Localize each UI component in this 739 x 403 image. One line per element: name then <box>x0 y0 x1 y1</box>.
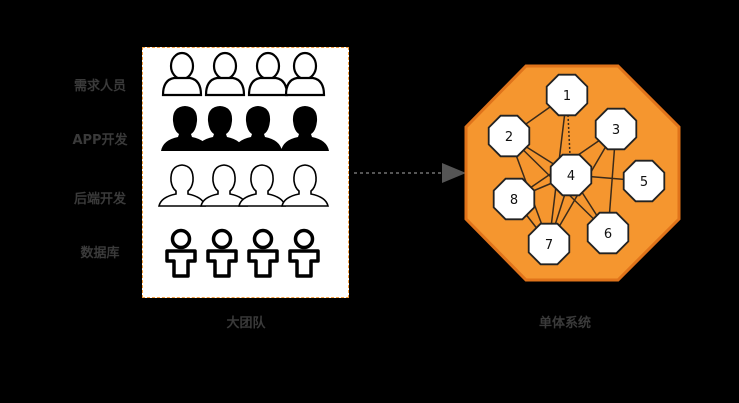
database-person-icon <box>247 228 279 278</box>
module-octagon <box>492 177 536 221</box>
app-dev-person-icon <box>281 106 329 151</box>
label-database: 数据库 <box>80 246 120 261</box>
module-octagon <box>586 211 630 255</box>
module-octagon <box>545 73 589 117</box>
module-node-8: 8 <box>492 177 536 221</box>
app-dev-person-icon <box>234 106 282 151</box>
module-octagon <box>549 153 593 197</box>
module-label: 5 <box>640 175 648 190</box>
requirements-person-icon <box>247 51 289 97</box>
module-node-5: 5 <box>622 159 666 203</box>
module-label: 4 <box>567 169 575 184</box>
module-nodes: 1 2 3 4 5 6 7 8 <box>487 73 666 266</box>
backend-person-icon <box>200 164 248 207</box>
module-label: 7 <box>545 238 553 253</box>
label-requirements: 需求人员 <box>73 79 126 94</box>
app-dev-people-row <box>161 106 329 151</box>
database-person-icon <box>165 228 197 278</box>
label-app-dev: APP开发 <box>72 133 128 148</box>
module-node-6: 6 <box>586 211 630 255</box>
module-node-4: 4 <box>549 153 593 197</box>
caption-monolithic-system: 单体系统 <box>538 316 591 331</box>
module-label: 3 <box>612 123 620 138</box>
module-label: 6 <box>604 227 612 242</box>
module-node-2: 2 <box>487 114 531 158</box>
backend-person-icon <box>238 164 286 207</box>
backend-people-row <box>158 164 329 207</box>
module-node-1: 1 <box>545 73 589 117</box>
module-octagon <box>594 107 638 151</box>
module-node-3: 3 <box>594 107 638 151</box>
module-octagon <box>527 222 571 266</box>
backend-person-icon <box>281 164 329 207</box>
module-label: 8 <box>510 193 518 208</box>
module-label: 1 <box>563 89 571 104</box>
database-people-row <box>165 228 320 278</box>
database-person-icon <box>206 228 238 278</box>
caption-big-team: 大团队 <box>226 316 266 331</box>
app-dev-person-icon <box>196 106 244 151</box>
module-node-7: 7 <box>527 222 571 266</box>
requirements-person-icon <box>161 51 203 97</box>
requirements-people-row <box>161 51 326 97</box>
label-backend-dev: 后端开发 <box>73 192 126 207</box>
requirements-person-icon <box>284 51 326 97</box>
requirements-person-icon <box>204 51 246 97</box>
module-octagon <box>622 159 666 203</box>
database-person-icon <box>288 228 320 278</box>
module-octagon <box>487 114 531 158</box>
backend-person-icon <box>158 164 206 207</box>
module-label: 2 <box>505 130 513 145</box>
